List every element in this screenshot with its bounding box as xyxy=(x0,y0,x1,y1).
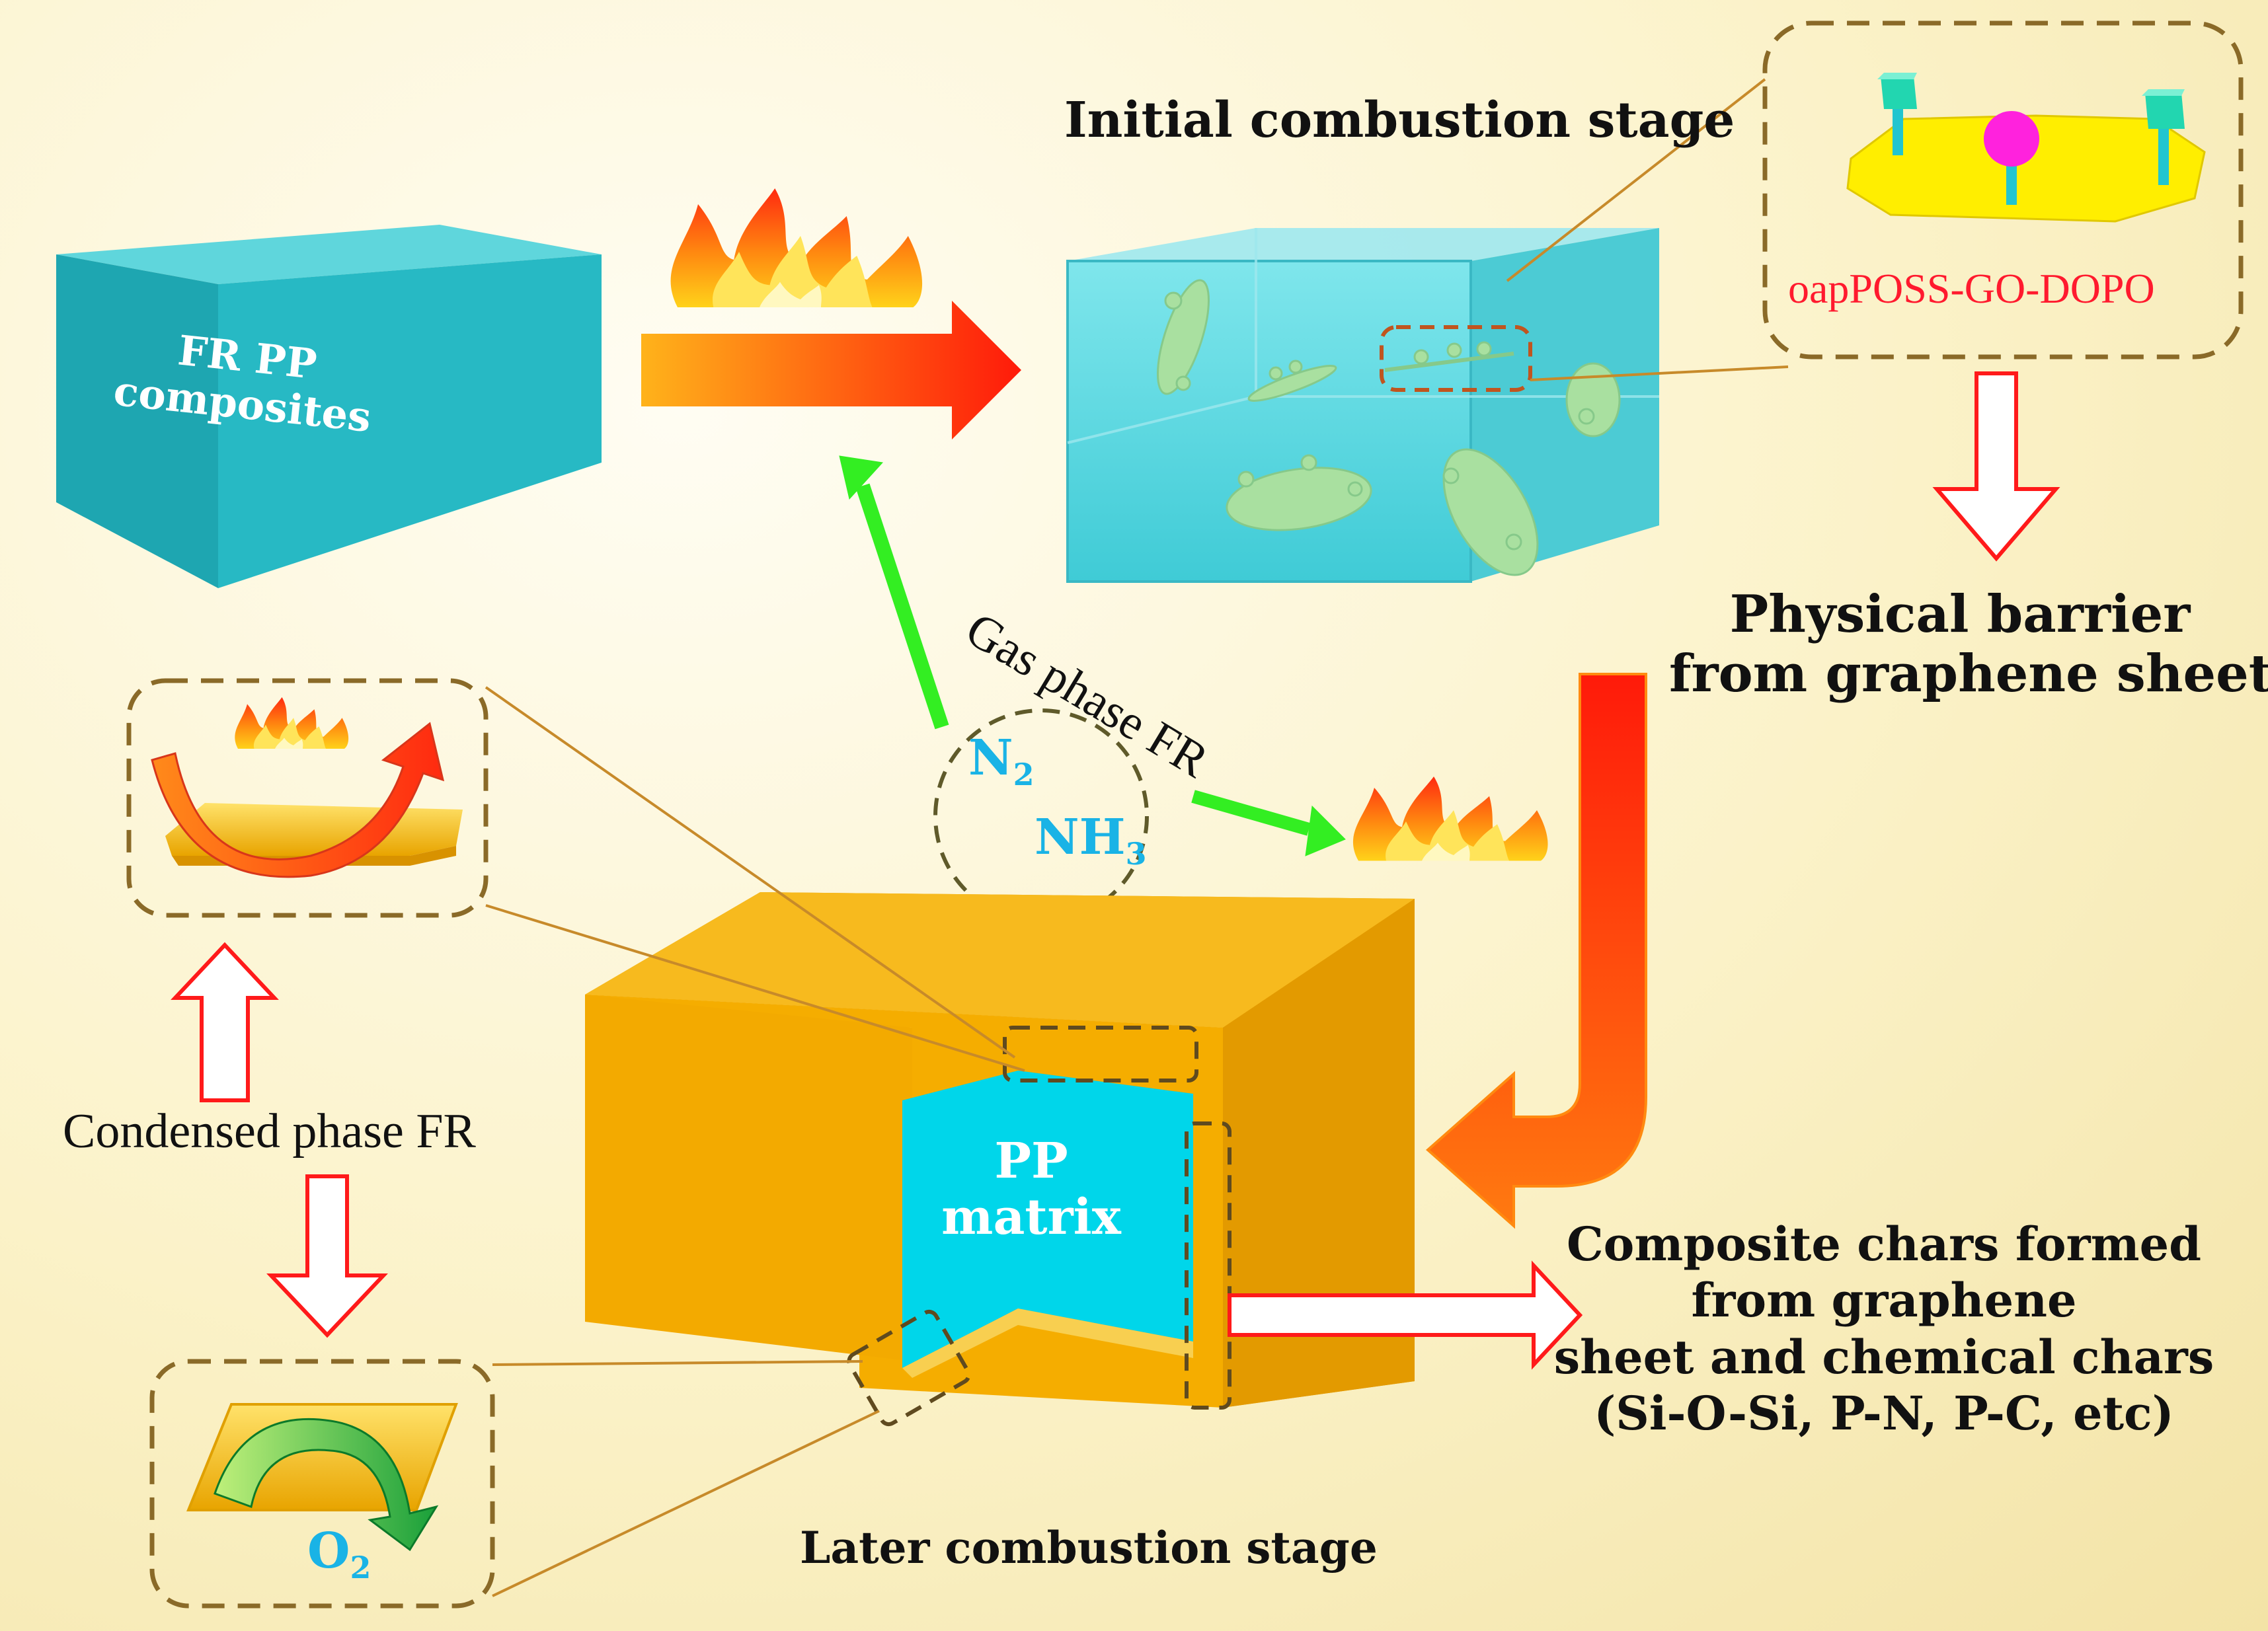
n2-label: N2 xyxy=(968,730,1035,792)
later-stage-arrow xyxy=(1425,673,1647,1229)
fr-pp-composite-block xyxy=(56,225,602,588)
flame-icon xyxy=(235,697,349,749)
char-block-dashed-edges xyxy=(847,1026,1232,1427)
char-heat-callout xyxy=(126,678,1025,1072)
later-stage-label: Later combustion stage xyxy=(800,1522,1378,1574)
oapposs-go-dopo-callout xyxy=(1762,20,2244,360)
pp-matrix-face xyxy=(902,1071,1018,1368)
condensed-phase-label: Condensed phase FR xyxy=(63,1104,476,1158)
hollow-down-arrow xyxy=(1932,371,2060,562)
char-block xyxy=(585,892,1415,1408)
initial-stage-composite-block xyxy=(1066,228,1659,583)
physical-barrier-label: Physical barrier from graphene sheet xyxy=(1669,584,2268,704)
heating-arrow xyxy=(641,301,1021,439)
composite-chars-label: Composite chars formed from graphene she… xyxy=(1553,1217,2214,1441)
o2-label: O2 xyxy=(307,1523,371,1585)
oxygen-barrier-callout xyxy=(149,1359,880,1609)
zoom-callout-small xyxy=(1380,78,1789,392)
flame-icon xyxy=(1352,777,1548,861)
gas-species-circle xyxy=(933,708,1149,924)
graphene-hybrid-icon xyxy=(1846,73,2206,223)
pp-matrix-label: PP matrix xyxy=(941,1133,1121,1246)
graphene-sheet xyxy=(1156,279,1621,576)
oxygen-barrier-icon xyxy=(214,1418,439,1552)
flame-icon xyxy=(670,188,923,307)
initial-stage-label: Initial combustion stage xyxy=(1064,92,1735,149)
nh3-label: NH3 xyxy=(1035,809,1147,872)
oapposs-go-dopo-label: oapPOSS-GO-DOPO xyxy=(1788,265,2155,312)
condensed-phase-arrows xyxy=(171,942,1583,1370)
